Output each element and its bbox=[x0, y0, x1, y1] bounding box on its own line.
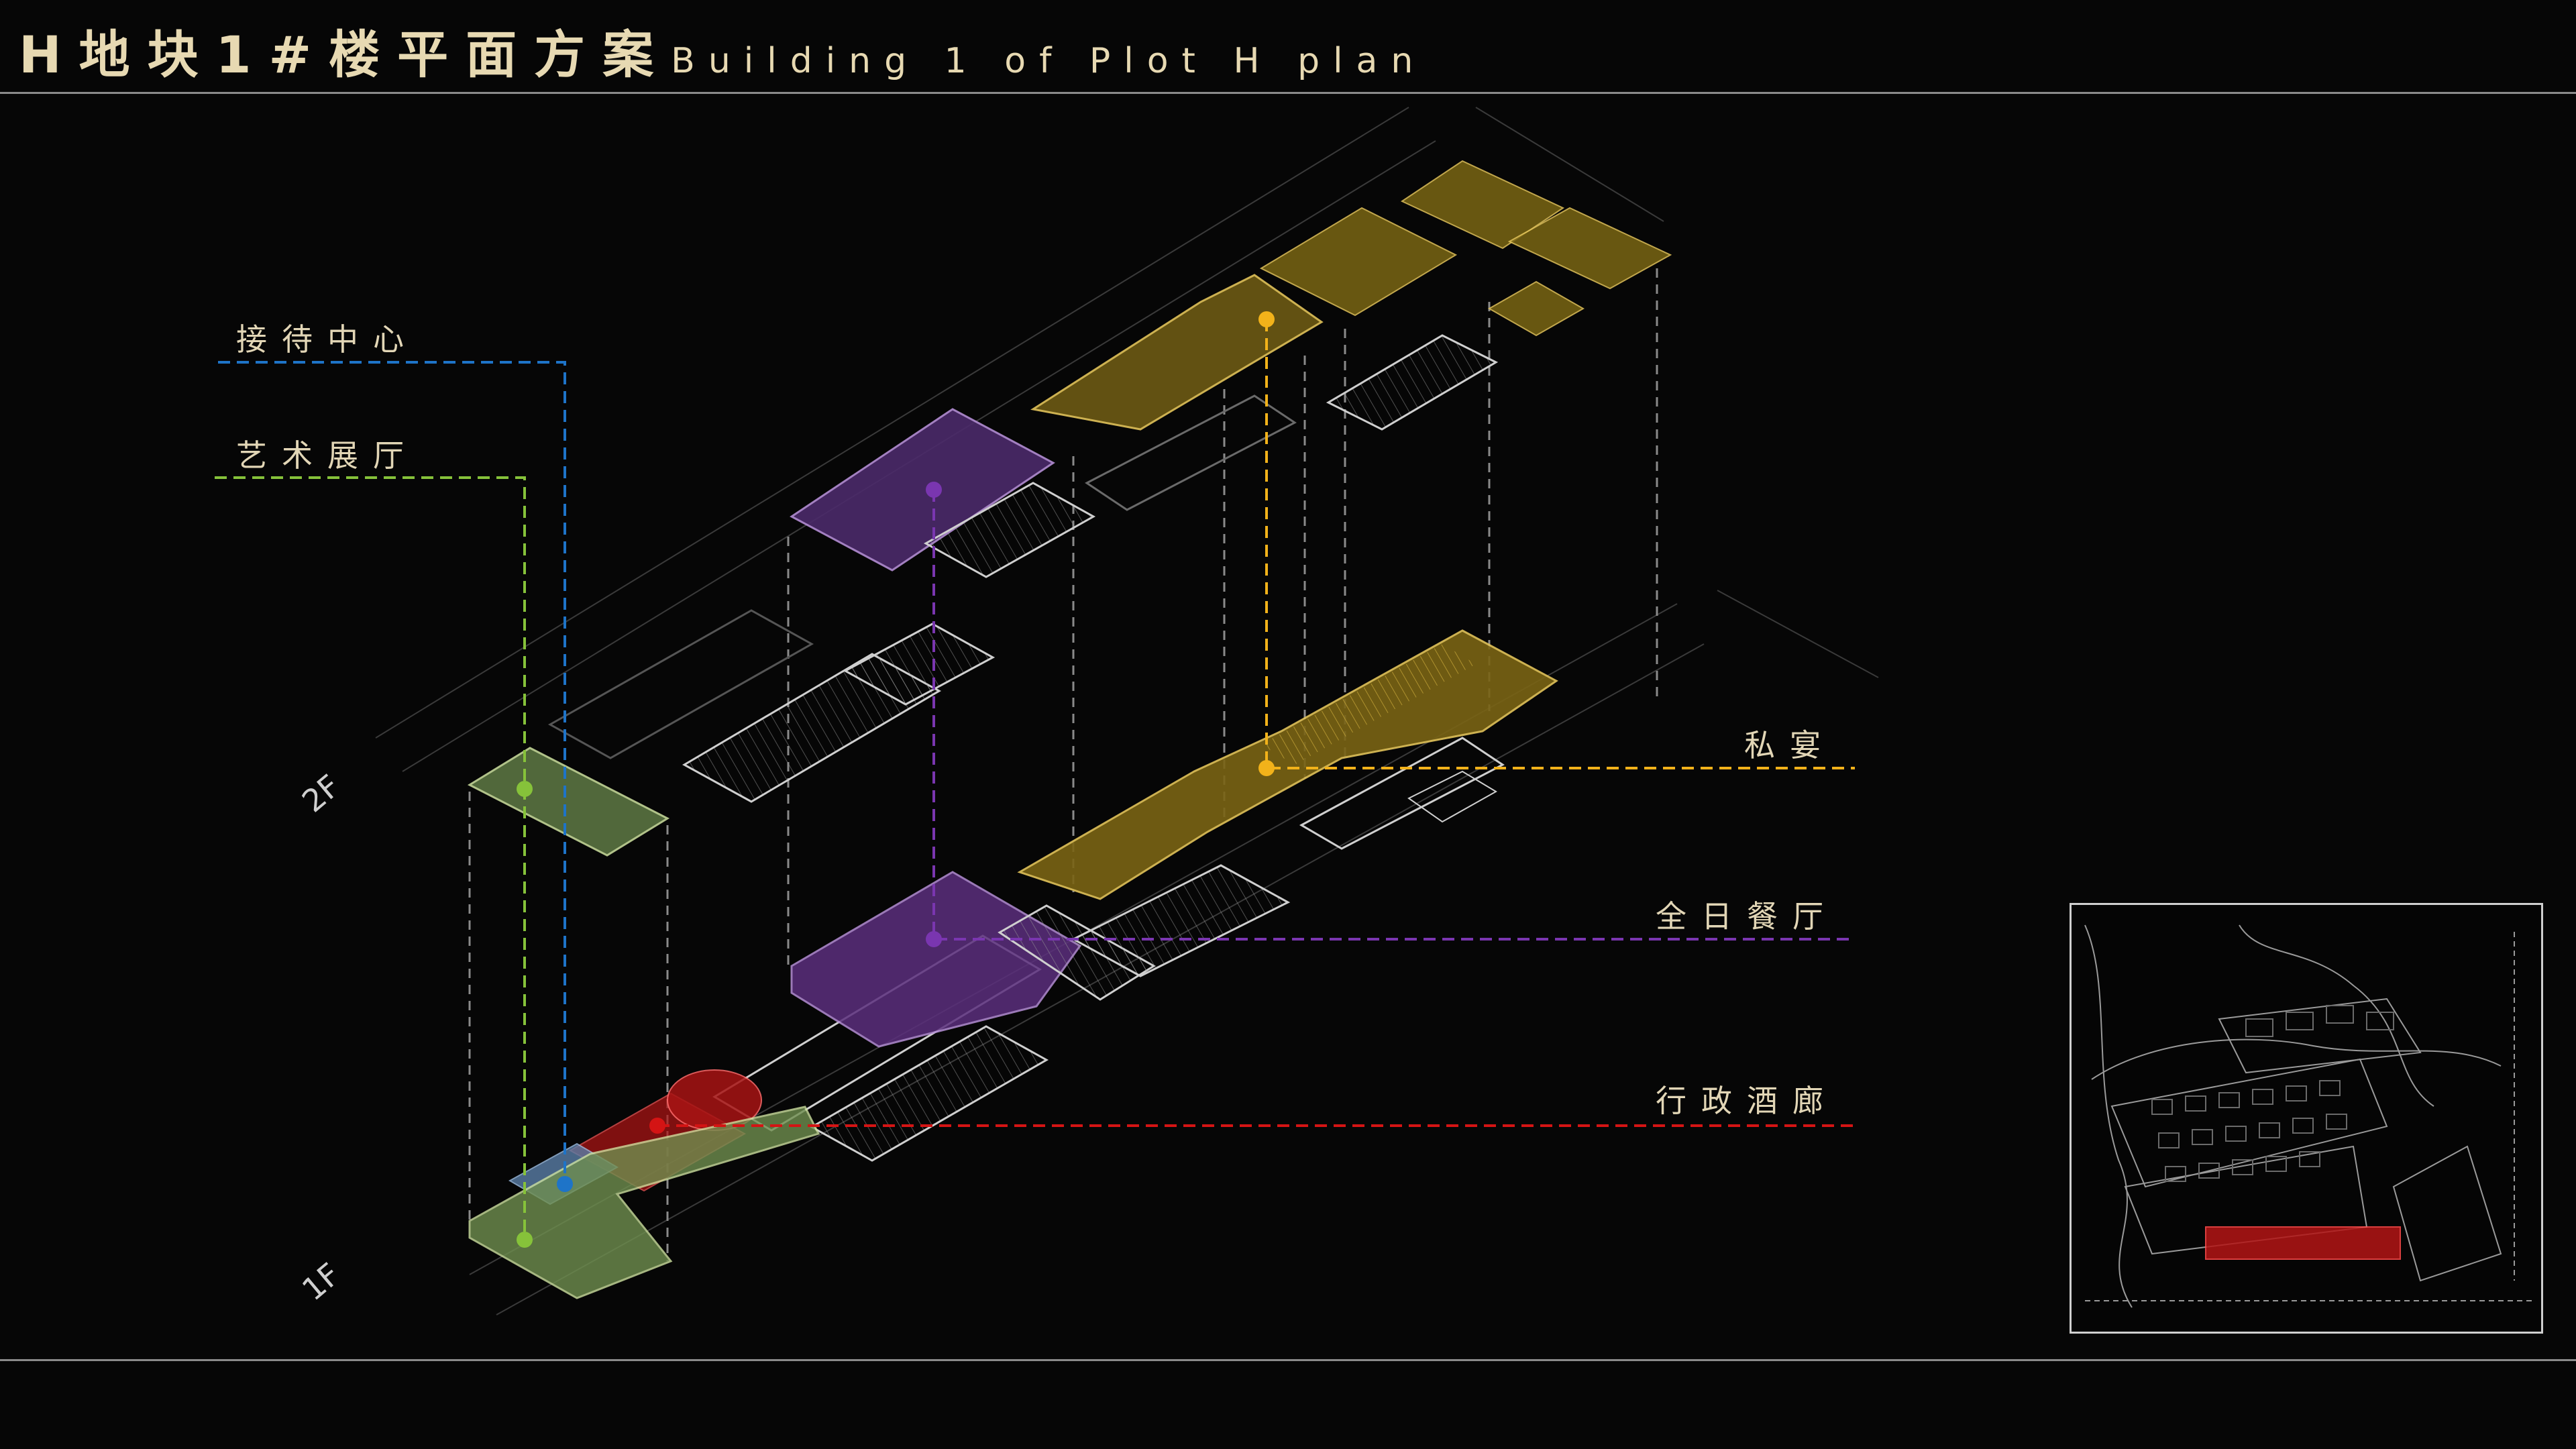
all-day-dining-label: 全日餐厅 bbox=[1656, 898, 1838, 934]
title-english: Building 1 of Plot H plan bbox=[671, 41, 1427, 81]
all-day-dining-2f-zone bbox=[790, 408, 1055, 572]
floor-2-plan bbox=[467, 160, 1672, 857]
all-day-dining-marker-1f bbox=[926, 931, 942, 947]
header-rule bbox=[0, 92, 2576, 94]
private-dining-marker-1f bbox=[1258, 760, 1275, 776]
private-dining-label: 私宴 bbox=[1744, 727, 1835, 763]
slide-title: H地块1#楼平面方案 Building 1 of Plot H plan bbox=[19, 13, 1426, 87]
floor-connector-lines bbox=[468, 268, 1658, 1261]
footer-rule bbox=[0, 1359, 2576, 1361]
title-chinese: H地块1#楼平面方案 bbox=[19, 25, 672, 85]
gallery-label: 艺术展厅 bbox=[236, 437, 419, 474]
executive-lounge-label: 行政酒廊 bbox=[1656, 1083, 1838, 1119]
site-key-plan-highlight bbox=[2205, 1226, 2401, 1260]
gallery-marker-1f bbox=[517, 1232, 533, 1248]
reception-leader bbox=[218, 361, 566, 1184]
reception-label: 接待中心 bbox=[236, 321, 419, 358]
gallery-leader bbox=[215, 476, 526, 1240]
private-dining-2f-zone bbox=[1030, 274, 1324, 431]
all-day-dining-1f-zone bbox=[790, 871, 1082, 1048]
private-dining-1f-zone bbox=[1017, 629, 1558, 900]
gallery-2f-zone bbox=[467, 747, 670, 857]
site-key-plan-drawing bbox=[2084, 924, 2534, 1308]
all-day-dining-marker-2f bbox=[926, 482, 942, 498]
gallery-marker-2f bbox=[517, 781, 533, 797]
gallery-1f-zone bbox=[468, 1106, 820, 1299]
all-day-dining-leader bbox=[932, 490, 1855, 941]
private-dining-marker-2f bbox=[1258, 311, 1275, 327]
floor-1-plan bbox=[468, 629, 1558, 1299]
executive-lounge-marker bbox=[649, 1118, 665, 1134]
reception-marker bbox=[557, 1176, 573, 1192]
site-key-plan bbox=[2070, 903, 2543, 1334]
